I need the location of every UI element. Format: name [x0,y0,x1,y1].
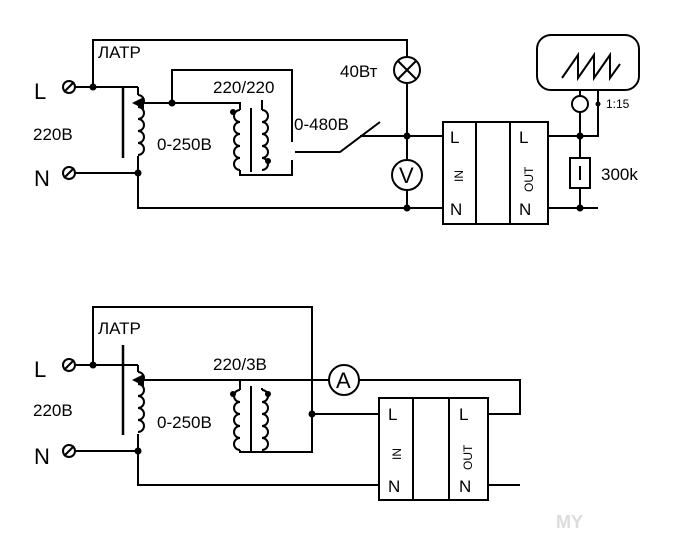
bottom-transformer-ratio: 220/3В [213,355,267,374]
top-module-in-l: L [450,128,459,147]
bottom-neutral-label: N [34,444,50,469]
top-resistor-label: 300k [601,165,638,184]
bottom-wiring [75,306,521,486]
top-lamp-label: 40Вт [340,62,378,81]
top-transformer [230,108,271,172]
bottom-terminal-l [62,358,76,372]
top-terminal-n [62,166,76,180]
top-resistor [569,157,591,189]
top-transformer-ratio: 220/220 [213,78,274,97]
bottom-line-label: L [34,357,46,382]
top-module-in-label: IN [452,170,466,182]
bottom-module-out-n: N [459,477,471,496]
bottom-latr-wiper-arrow [132,374,144,386]
bottom-transformer [230,386,271,452]
bottom-circuit: L N 220В ЛАТР 0-250В [33,306,521,501]
top-latr-label: ЛАТР [98,43,141,62]
top-line-label: L [34,79,46,104]
top-neutral-label: N [34,166,50,191]
top-probe-ratio: 1:15 [606,97,630,111]
bottom-voltage-label: 220В [33,401,73,420]
top-terminal-l [62,80,76,94]
top-probe [571,95,601,113]
top-latr-range: 0-250В [157,135,212,154]
top-latr-wiper-arrow [132,97,144,109]
bottom-module-out-l: L [459,405,468,424]
bottom-module: L N L N IN OUT [378,397,489,501]
bottom-module-in-n: N [388,477,400,496]
bottom-ammeter-symbol: A [336,368,351,393]
bottom-terminal-n [62,444,76,458]
bottom-latr-label: ЛАТР [98,319,141,338]
top-circuit: L N 220В [33,34,640,225]
top-output-range: 0-480В [294,115,349,134]
top-module-out-label: OUT [522,166,536,192]
bottom-latr [121,345,152,435]
top-module: L N L N IN OUT [442,121,549,225]
top-module-in-n: N [450,200,462,219]
bottom-latr-range: 0-250В [157,413,212,432]
watermark: MY [556,512,583,532]
top-lamp [393,56,421,84]
top-voltage-label: 220В [33,125,73,144]
bottom-ammeter: A [328,364,360,396]
top-voltmeter: V [391,159,423,191]
top-oscilloscope [536,34,640,91]
top-latr [121,88,152,158]
top-voltmeter-symbol: V [399,163,414,188]
top-module-out-l: L [519,128,528,147]
bottom-module-in-l: L [388,405,397,424]
bottom-module-out-label: OUT [461,444,475,470]
top-module-out-n: N [519,200,531,219]
bottom-module-in-label: IN [390,448,404,460]
